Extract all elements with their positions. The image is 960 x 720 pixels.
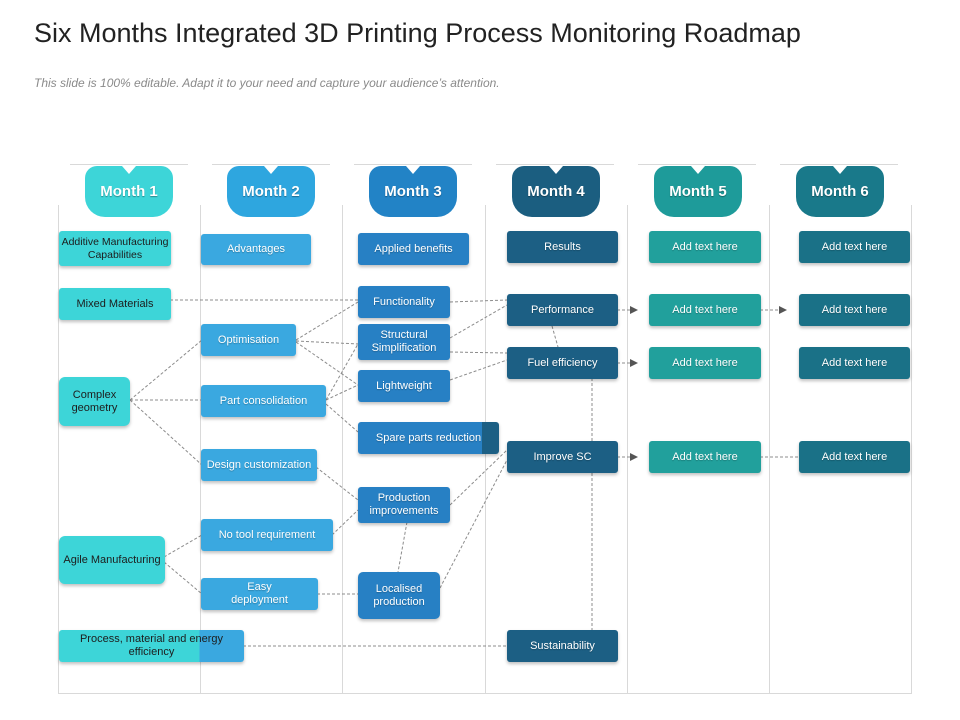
node-month5-placeholder-1: Add text here	[649, 231, 761, 263]
node-production-improvements: Production improvements	[358, 487, 450, 523]
node-applied-benefits: Applied benefits	[358, 233, 469, 265]
month-notch	[264, 166, 278, 174]
node-month5-placeholder-4: Add text here	[649, 441, 761, 473]
node-functionality: Functionality	[358, 286, 450, 318]
page-subtitle: This slide is 100% editable. Adapt it to…	[34, 76, 500, 90]
month-notch	[406, 166, 420, 174]
month-top-line	[638, 164, 756, 165]
month-top-line	[780, 164, 898, 165]
node-optimisation: Optimisation	[201, 324, 296, 356]
month-top-line	[496, 164, 614, 165]
month-notch	[691, 166, 705, 174]
node-lightweight: Lightweight	[358, 370, 450, 402]
month-notch	[833, 166, 847, 174]
node-design-customization: Design customization	[201, 449, 317, 481]
node-performance: Performance	[507, 294, 618, 326]
node-complex-geometry: Complex geometry	[59, 377, 130, 426]
node-month6-placeholder-2: Add text here	[799, 294, 910, 326]
node-month6-placeholder-4: Add text here	[799, 441, 910, 473]
node-month6-placeholder-1: Add text here	[799, 231, 910, 263]
month-3-header: Month 3	[369, 166, 457, 217]
node-results: Results	[507, 231, 618, 263]
month-2-header: Month 2	[227, 166, 315, 217]
column-divider	[769, 205, 770, 693]
node-agile-manufacturing: Agile Manufacturing	[59, 536, 165, 584]
month-top-line	[70, 164, 188, 165]
node-month5-placeholder-3: Add text here	[649, 347, 761, 379]
node-mixed-materials: Mixed Materials	[59, 288, 171, 320]
node-fuel-efficiency: Fuel efficiency	[507, 347, 618, 379]
node-month5-placeholder-2: Add text here	[649, 294, 761, 326]
node-month6-placeholder-3: Add text here	[799, 347, 910, 379]
node-no-tool-requirement: No tool requirement	[201, 519, 333, 551]
node-structural-simplification: Structural Simplification	[358, 324, 450, 360]
grid-bottom-line	[58, 693, 912, 694]
month-6-header: Month 6	[796, 166, 884, 217]
node-spare-parts-reduction: Spare parts reduction	[358, 422, 499, 454]
month-5-header: Month 5	[654, 166, 742, 217]
column-divider	[911, 205, 912, 693]
column-divider	[200, 205, 201, 693]
node-localised-production: Localised production	[358, 572, 440, 619]
month-1-header: Month 1	[85, 166, 173, 217]
node-process-material-energy: Process, material and energy efficiency	[59, 630, 244, 662]
month-notch	[549, 166, 563, 174]
column-divider	[58, 205, 59, 693]
page-title: Six Months Integrated 3D Printing Proces…	[34, 18, 801, 48]
month-top-line	[212, 164, 330, 165]
node-additive-manufacturing: Additive Manufacturing Capabilities	[59, 231, 171, 266]
node-sustainability: Sustainability	[507, 630, 618, 662]
month-notch	[122, 166, 136, 174]
node-easy-deployment: Easy deployment	[201, 578, 318, 610]
column-divider	[342, 205, 343, 693]
month-4-header: Month 4	[512, 166, 600, 217]
node-part-consolidation: Part consolidation	[201, 385, 326, 417]
column-divider	[627, 205, 628, 693]
node-advantages: Advantages	[201, 234, 311, 265]
month-top-line	[354, 164, 472, 165]
node-improve-sc: Improve SC	[507, 441, 618, 473]
